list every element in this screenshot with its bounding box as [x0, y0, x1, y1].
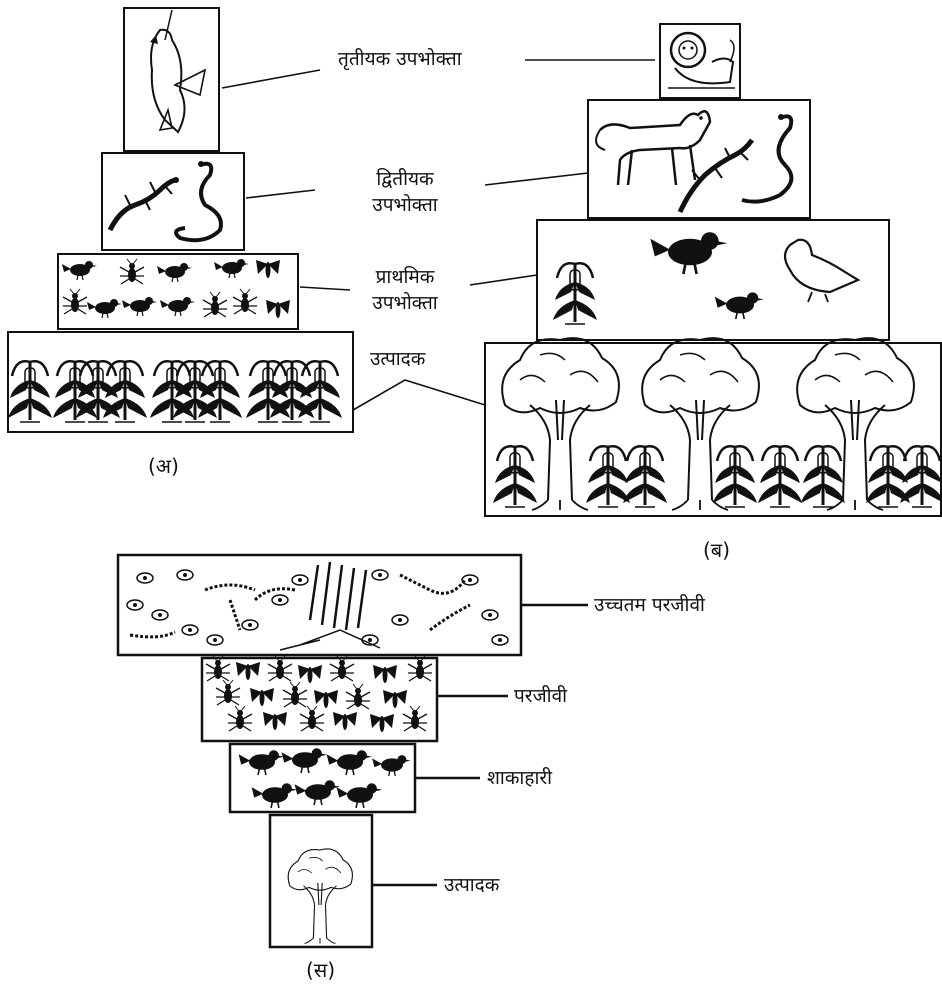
- pyramid-b: [485, 24, 942, 516]
- pyramid-a-producer-box: [8, 332, 353, 432]
- label-parasite: परजीवी: [514, 683, 567, 709]
- label-secondary-consumer: द्वितीयक उपभोक्ता: [350, 166, 460, 218]
- pyramid-a-secondary-box: [102, 153, 244, 250]
- caption-c: (स): [306, 956, 335, 983]
- label-secondary-line1: द्वितीयक: [350, 166, 460, 192]
- label-herbivore: शाकाहारी: [487, 765, 552, 791]
- caption-a: (अ): [148, 452, 179, 479]
- label-hyperparasite: उच्चतम परजीवी: [594, 592, 705, 618]
- label-primary-consumer: प्राथमिक उपभोक्ता: [350, 264, 460, 316]
- pyramid-a: [8, 8, 353, 432]
- label-secondary-line2: उपभोक्ता: [350, 192, 460, 218]
- caption-b: (ब): [703, 536, 730, 563]
- label-producer-c: उत्पादक: [444, 872, 499, 898]
- label-primary-line2: उपभोक्ता: [350, 290, 460, 316]
- pyramid-a-tertiary-box: [124, 8, 219, 151]
- pyramid-c-producer-box: [270, 815, 372, 947]
- label-producer-ab: उत्पादक: [370, 346, 425, 372]
- label-tertiary-consumer: तृतीयक उपभोक्ता: [338, 46, 462, 72]
- label-primary-line1: प्राथमिक: [350, 264, 460, 290]
